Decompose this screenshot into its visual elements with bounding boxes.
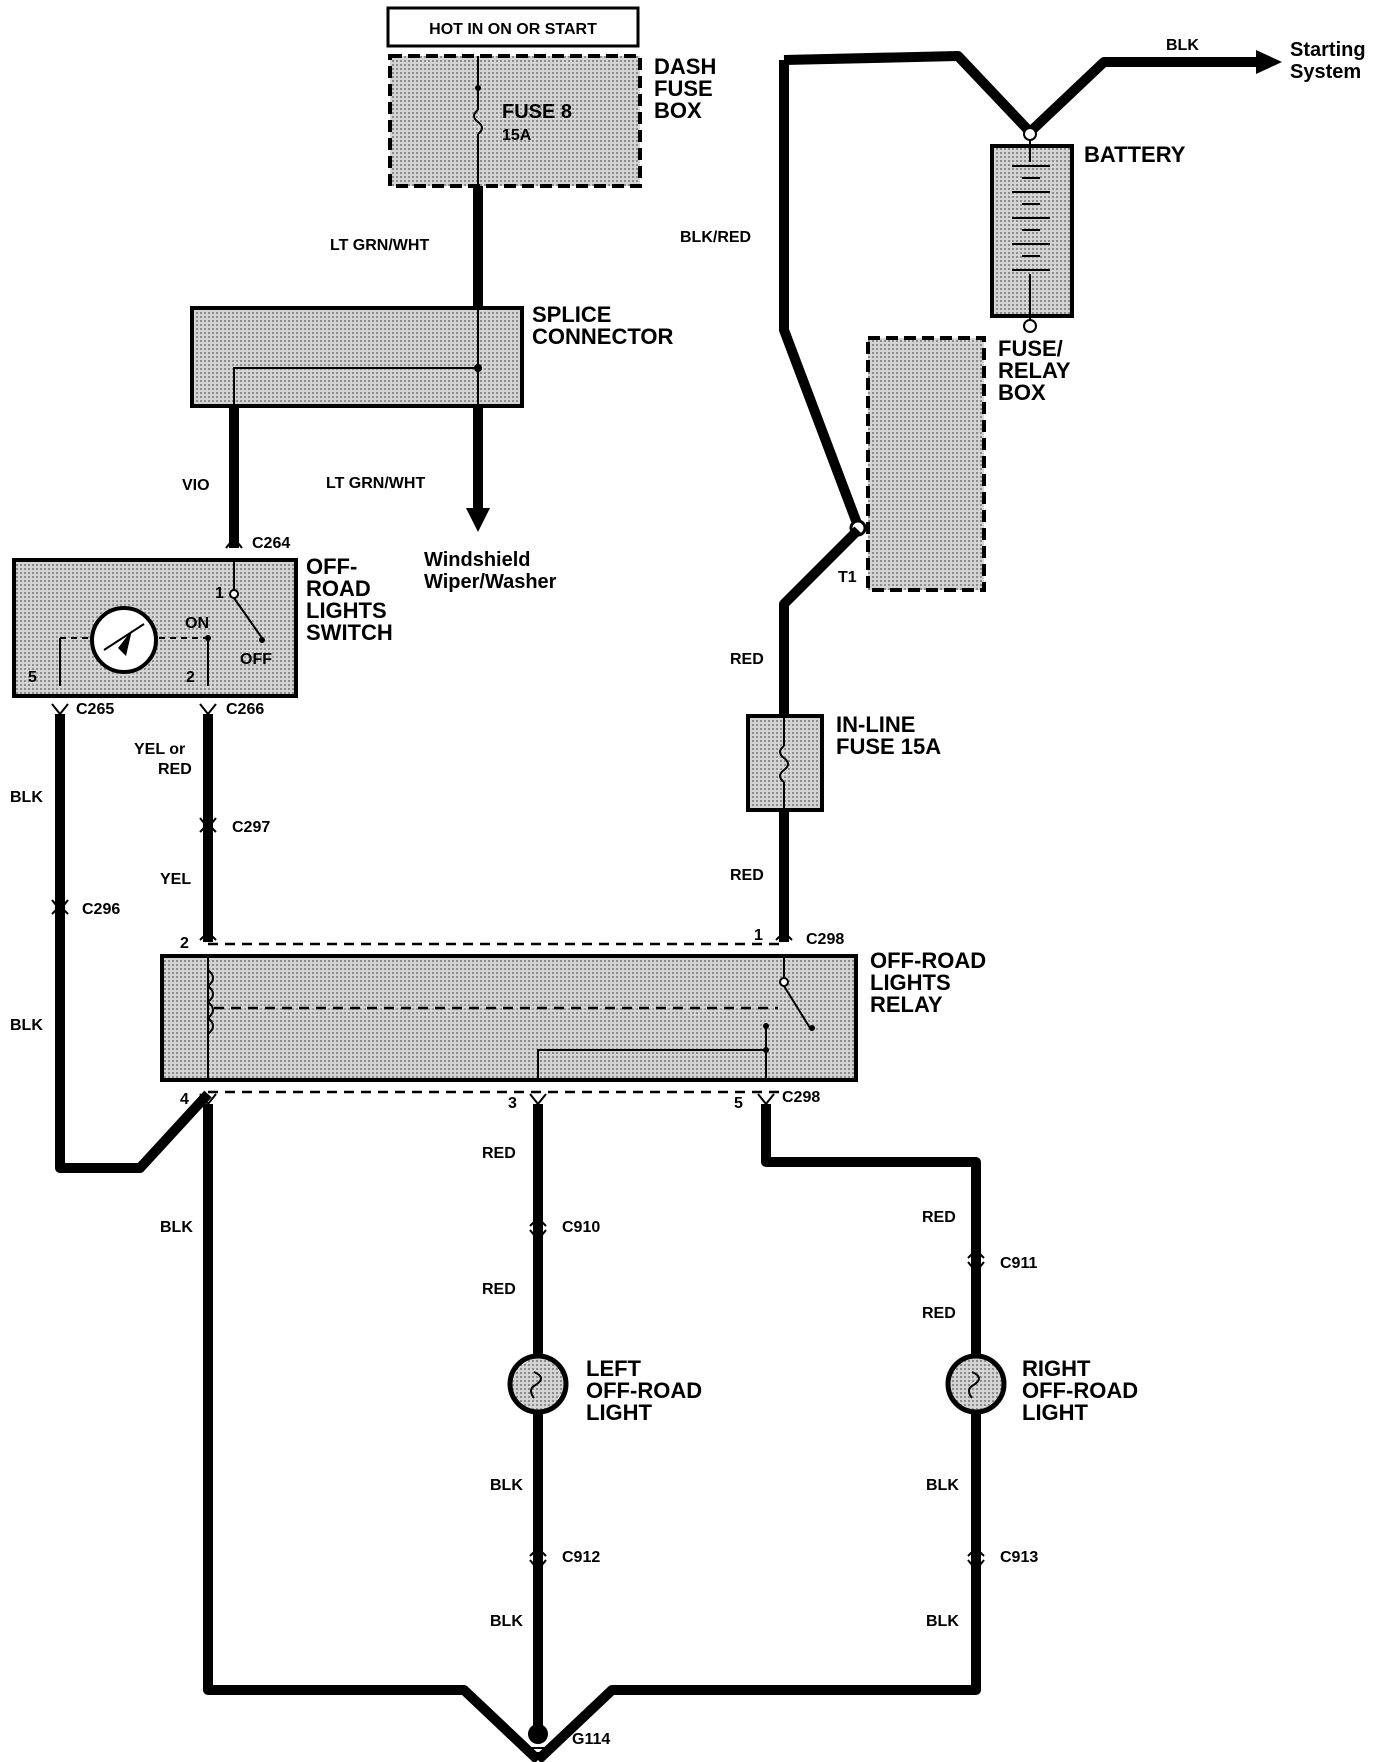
fuse-relay-title-3: BOX	[998, 380, 1046, 405]
wire-label-red-left-1: RED	[482, 1145, 516, 1162]
in-line-fuse-title-1: IN-LINE	[836, 712, 915, 737]
windshield-label-1: Windshield	[424, 549, 530, 571]
dash-fuse-box-title-2: FUSE	[654, 76, 713, 101]
switch-on: ON	[185, 615, 209, 632]
battery: BATTERY	[990, 127, 1186, 333]
connector-c296: C296	[82, 901, 120, 918]
wire-label-blk-left-light-1: BLK	[490, 1477, 523, 1494]
starting-system-1: Starting	[1290, 39, 1366, 61]
left-light-title-1: LEFT	[586, 1356, 642, 1381]
connector-c913: C913	[1000, 1549, 1038, 1566]
wire-label-ltgrnwht-bottom: LT GRN/WHT	[326, 475, 425, 492]
dash-fuse-box-title-3: BOX	[654, 98, 702, 123]
right-off-road-light: RIGHT OFF-ROAD LIGHT	[945, 1353, 1138, 1425]
windshield-label-2: Wiper/Washer	[424, 571, 557, 593]
arrow-down-icon	[466, 508, 490, 532]
right-light-title-1: RIGHT	[1022, 1356, 1091, 1381]
wire-label-blk-left-2: BLK	[10, 1017, 43, 1034]
connector-c912: C912	[562, 1549, 600, 1566]
splice-title-2: CONNECTOR	[532, 324, 673, 349]
wire-blkred-top	[783, 51, 1034, 136]
relay-pin-5: 5	[734, 1095, 743, 1112]
wire-label-red-right-1: RED	[922, 1209, 956, 1226]
connector-c297: C297	[232, 819, 270, 836]
wire-label-red-right-2: RED	[922, 1305, 956, 1322]
switch-pin-2: 2	[186, 669, 195, 686]
relay-pin-3: 3	[508, 1095, 517, 1112]
hot-in-on-or-start-header: HOT IN ON OR START	[386, 6, 640, 48]
wire-blk-starting	[1026, 57, 1260, 136]
ground-label: G114	[572, 1731, 610, 1748]
wire-label-blk-right-2: BLK	[926, 1613, 959, 1630]
switch-title-2: ROAD	[306, 576, 371, 601]
relay-pin-2: 2	[180, 935, 189, 952]
wire-blk-left	[55, 714, 212, 1173]
wire-label-red-left-2: RED	[482, 1281, 516, 1298]
connector-c911: C911	[1000, 1255, 1037, 1272]
in-line-fuse: IN-LINE FUSE 15A	[746, 712, 941, 812]
in-line-fuse-title-2: FUSE 15A	[836, 734, 941, 759]
wire-red-fusebox	[779, 526, 862, 718]
dash-fuse-box-title-1: DASH	[654, 54, 716, 79]
fuse-relay-title-1: FUSE/	[998, 336, 1063, 361]
fuse-relay-box: FUSE/ RELAY BOX T1	[838, 336, 1071, 592]
switch-knob-icon	[90, 606, 158, 674]
wire-label-ltgrnwht-top: LT GRN/WHT	[330, 237, 429, 254]
wire-label-blk-left-1: BLK	[10, 789, 43, 806]
relay-title-2: LIGHTS	[870, 970, 951, 995]
wire-label-yel-or: YEL or	[134, 741, 185, 758]
wire-label-yel-or-red: RED	[158, 761, 192, 778]
wire-label-yel: YEL	[160, 871, 191, 888]
right-light-title-3: LIGHT	[1022, 1400, 1089, 1425]
connector-c264: C264	[252, 535, 290, 552]
wire-label-blkred: BLK/RED	[680, 229, 751, 246]
relay-title-1: OFF-ROAD	[870, 948, 986, 973]
switch-pin-5: 5	[28, 669, 37, 686]
connector-c298-bottom: C298	[782, 1089, 820, 1106]
wire-red-right	[761, 1104, 981, 1356]
switch-off: OFF	[240, 651, 272, 668]
splice-title-1: SPLICE	[532, 302, 611, 327]
off-road-lights-relay: 2 1 C298 OFF-ROAD LIGHTS RELAY 4 3 5 C29…	[160, 927, 986, 1112]
dash-fuse-box: FUSE 8 15A DASH FUSE BOX	[388, 54, 716, 188]
starting-system-2: System	[1290, 61, 1361, 83]
wire-label-blk-ground-left: BLK	[160, 1219, 193, 1236]
switch-title-4: SWITCH	[306, 620, 393, 645]
wire-label-blk-right-1: BLK	[926, 1477, 959, 1494]
left-light-title-3: LIGHT	[586, 1400, 653, 1425]
relay-pin-4: 4	[180, 1091, 189, 1108]
fuse-8-rating: 15A	[502, 127, 532, 144]
wire-blk-right	[534, 1412, 981, 1762]
battery-label: BATTERY	[1084, 142, 1186, 167]
switch-pin-1: 1	[215, 585, 224, 602]
connector-c265: C265	[76, 701, 114, 718]
connector-c266: C266	[226, 701, 264, 718]
wire-label-blk-top: BLK	[1166, 37, 1199, 54]
splice-connector: SPLICE CONNECTOR	[190, 302, 673, 408]
wire-label-blk-left-light-2: BLK	[490, 1613, 523, 1630]
hot-label: HOT IN ON OR START	[429, 21, 597, 38]
ground-g114: G114	[526, 1724, 610, 1759]
fuse-8-label: FUSE 8	[502, 101, 572, 123]
connector-c298-top: C298	[806, 931, 844, 948]
wire-label-red-fusebox: RED	[730, 651, 764, 668]
fuse-relay-terminal-t1: T1	[838, 569, 857, 586]
switch-title-3: LIGHTS	[306, 598, 387, 623]
relay-title-3: RELAY	[870, 992, 943, 1017]
wire-blk-ground-left	[203, 1104, 542, 1762]
fuse-relay-title-2: RELAY	[998, 358, 1071, 383]
left-light-title-2: OFF-ROAD	[586, 1378, 702, 1403]
off-road-lights-switch: 1 ON OFF 5 2 OFF- ROAD LIGHTS SWITCH	[12, 554, 393, 698]
wire-label-red-relay: RED	[730, 867, 764, 884]
wire-label-vio: VIO	[182, 477, 210, 494]
right-light-title-2: OFF-ROAD	[1022, 1378, 1138, 1403]
relay-pin-1: 1	[754, 927, 763, 944]
arrow-right-icon	[1256, 50, 1282, 74]
wire-blkred	[779, 60, 863, 528]
connector-c910: C910	[562, 1219, 600, 1236]
switch-title-1: OFF-	[306, 554, 357, 579]
